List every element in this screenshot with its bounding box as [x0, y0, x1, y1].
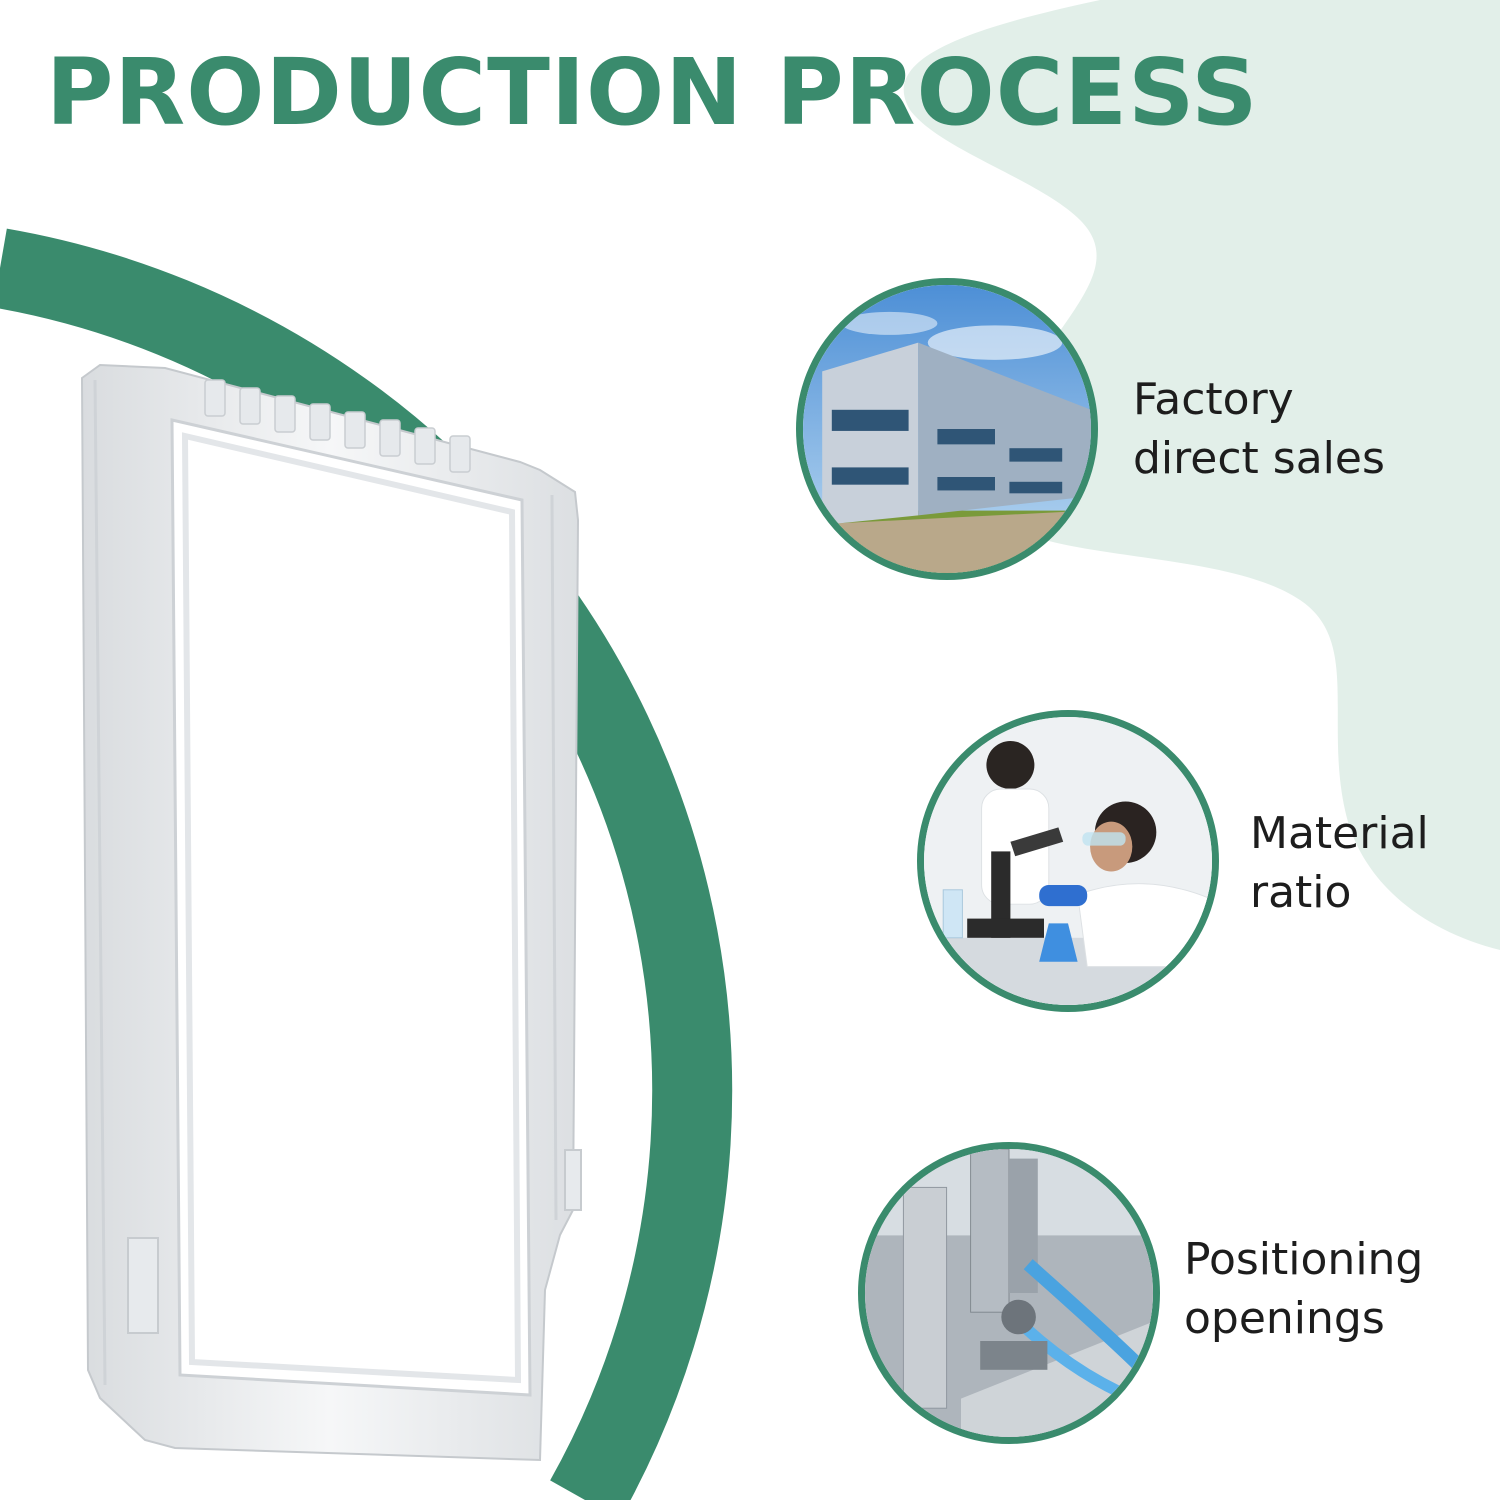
feature-factory-line1: Factory [1133, 374, 1294, 425]
feature-positioning-label: Positioning openings [1184, 1230, 1423, 1348]
feature-material-line1: Material [1250, 808, 1429, 859]
feature-material-line2: ratio [1250, 867, 1352, 918]
feature-positioning-line2: openings [1184, 1293, 1385, 1344]
mint-blob-shape [903, 0, 1500, 950]
factory-building-photo [796, 278, 1098, 580]
page-title: PRODUCTION PROCESS [46, 39, 1259, 146]
automated-machine-photo [858, 1142, 1160, 1444]
feature-factory-label: Factory direct sales [1133, 370, 1385, 488]
feature-factory-line2: direct sales [1133, 433, 1385, 484]
green-arc-shape [0, 228, 733, 1500]
feature-material-label: Material ratio [1250, 804, 1429, 922]
laboratory-microscope-photo [917, 710, 1219, 1012]
feature-positioning-line1: Positioning [1184, 1234, 1424, 1285]
